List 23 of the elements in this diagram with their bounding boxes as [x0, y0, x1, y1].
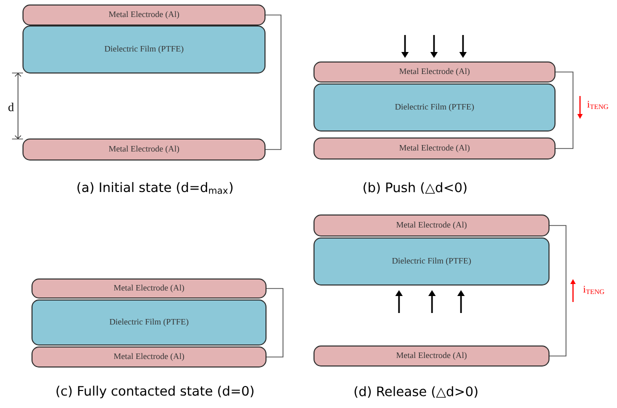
panel-caption: (b) Push (△d<0): [364, 182, 466, 194]
electrode-layer: Metal Electrode (Al): [32, 278, 266, 298]
dielectric-layer: Dielectric Film (PTFE): [314, 84, 556, 132]
panel-caption: (a) Initial state (d=d$_{max}$): [77, 182, 233, 194]
wire: [549, 225, 566, 356]
electrode-layer: Metal Electrode (Al): [32, 346, 266, 368]
panel-caption: (c) Fully contacted state (d=0): [56, 386, 254, 398]
electrode-layer: Metal Electrode (Al): [314, 346, 550, 366]
dielectric-layer: Dielectric Film (PTFE): [314, 238, 550, 286]
current-label: i$_{TENG}$: [583, 286, 604, 294]
electrode-layer: Metal Electrode (Al): [314, 138, 556, 160]
wire: [265, 14, 282, 150]
wire: [555, 72, 574, 149]
wire: [266, 288, 284, 358]
dimension-label: d: [8, 102, 14, 112]
dielectric-layer: Dielectric Film (PTFE): [32, 300, 266, 346]
panel-caption: (d) Release (△d>0): [354, 386, 478, 398]
electrode-layer: Metal Electrode (Al): [314, 214, 550, 236]
electrode-layer: Metal Electrode (Al): [22, 4, 266, 26]
electrode-layer: Metal Electrode (Al): [314, 62, 556, 82]
dielectric-layer: Dielectric Film (PTFE): [22, 26, 266, 74]
electrode-layer: Metal Electrode (Al): [22, 138, 266, 160]
current-label: i$_{TENG}$: [587, 100, 608, 110]
